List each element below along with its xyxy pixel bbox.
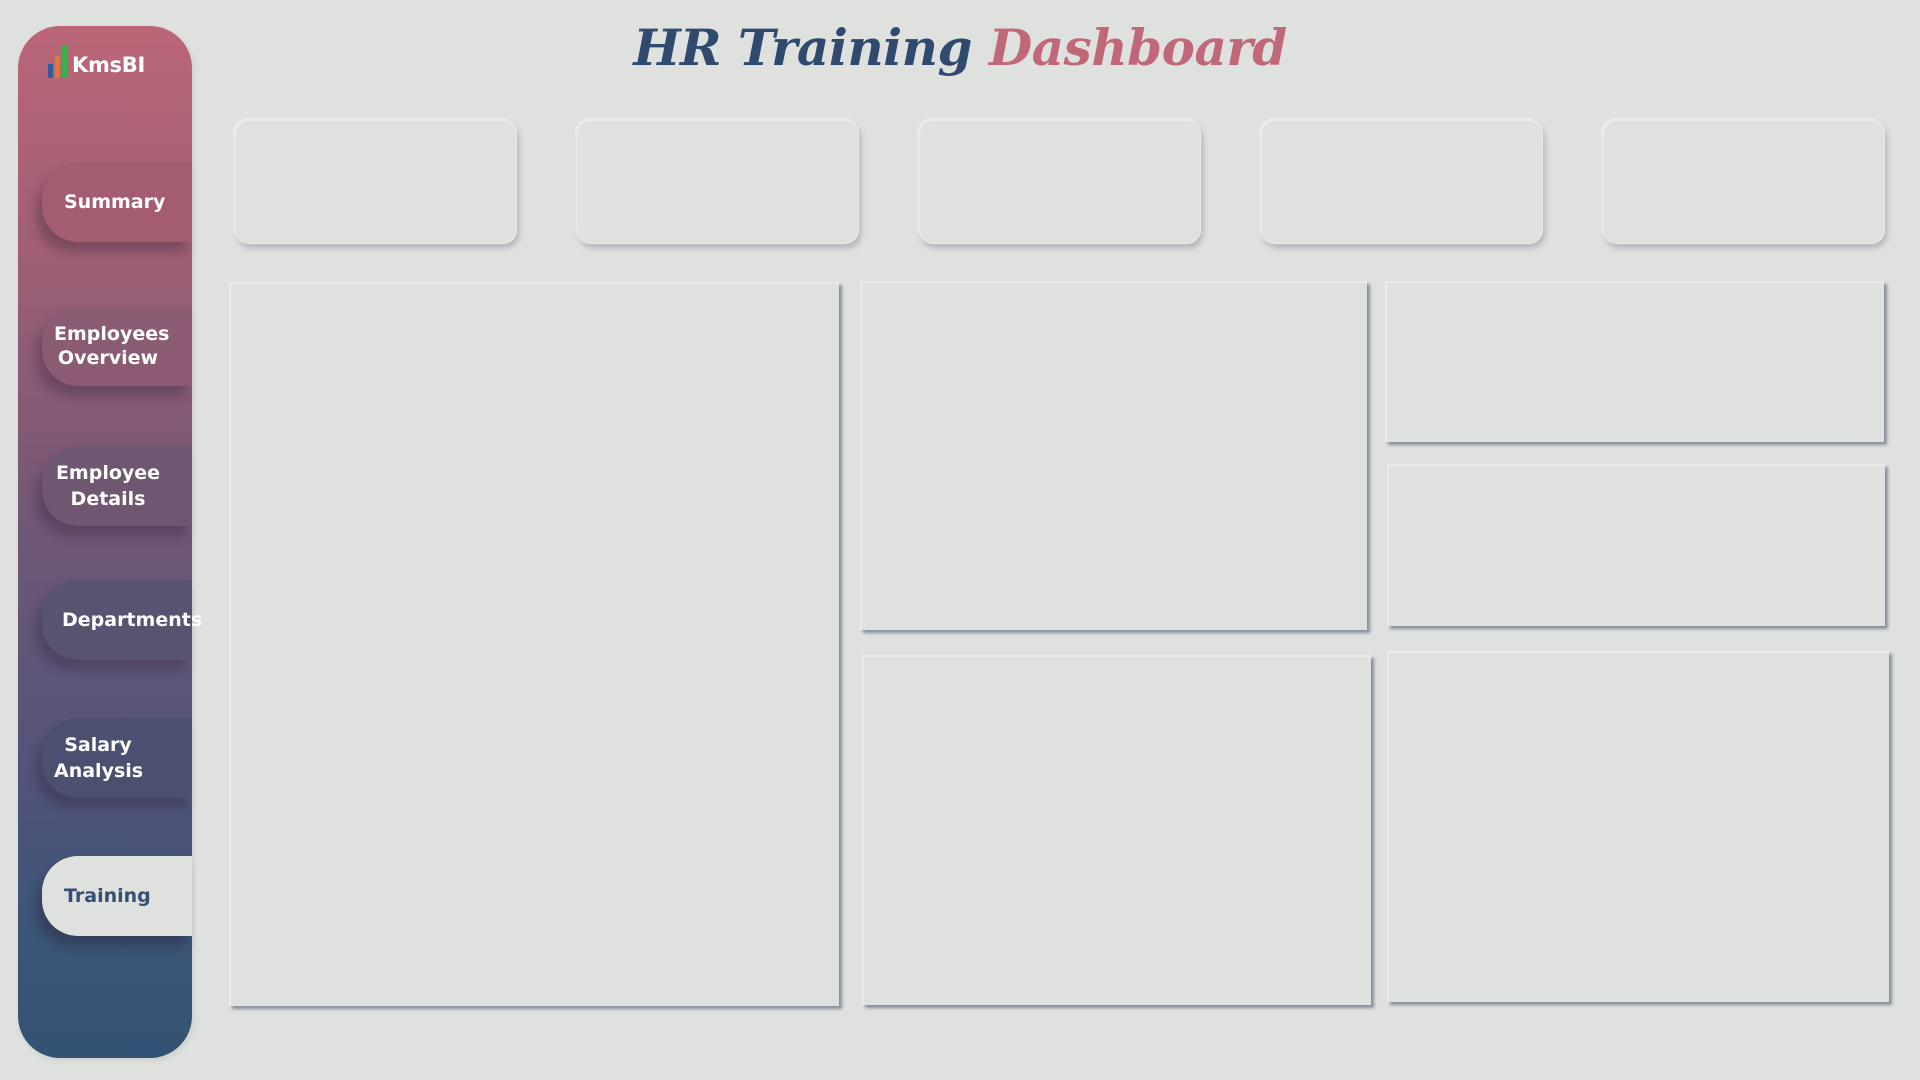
logo-text: KmsBI	[72, 53, 145, 77]
title-primary: HR Training	[633, 18, 972, 77]
sidebar-item-salary-analysis[interactable]: Salary Analysis	[42, 718, 192, 798]
visual-panel-bottom-middle	[862, 655, 1371, 1005]
sidebar-item-departments[interactable]: Departments	[42, 580, 202, 660]
page-title: HR Training Dashboard	[0, 18, 1920, 77]
sidebar-item-label: Training	[64, 885, 151, 907]
kpi-card-5	[1603, 120, 1885, 244]
sidebar-item-employee-details[interactable]: Employee Details	[42, 446, 192, 526]
title-accent: Dashboard	[988, 18, 1287, 77]
visual-panel-top-middle	[860, 281, 1367, 630]
sidebar-item-label: Departments	[62, 609, 203, 631]
sidebar-item-summary[interactable]: Summary	[42, 162, 192, 242]
sidebar-nav: KmsBI Summary Employees Overview Employe…	[18, 26, 202, 1058]
kmsbi-logo[interactable]: KmsBI	[48, 34, 145, 78]
visual-panel-top-right-upper	[1385, 281, 1884, 442]
sidebar-item-label: Summary	[64, 191, 166, 213]
sidebar-item-label: Employees Overview	[54, 323, 170, 369]
kpi-card-2	[577, 120, 859, 244]
bar-chart-icon	[48, 42, 67, 78]
sidebar-item-employees-overview[interactable]: Employees Overview	[42, 306, 192, 386]
sidebar-item-training[interactable]: Training	[42, 856, 192, 936]
kpi-card-4	[1261, 120, 1543, 244]
visual-panel-large-left	[229, 282, 839, 1006]
kpi-card-3	[919, 120, 1201, 244]
sidebar-item-label: Salary Analysis	[54, 734, 144, 782]
sidebar-item-label: Employee Details	[55, 462, 161, 510]
visual-panel-top-right-lower	[1387, 464, 1885, 626]
kpi-card-1	[235, 120, 517, 244]
visual-panel-bottom-right	[1387, 651, 1889, 1002]
